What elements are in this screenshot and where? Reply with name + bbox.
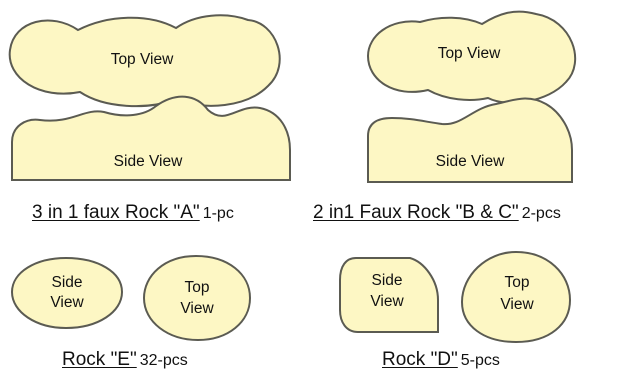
rock-d-name: Rock "D" bbox=[382, 349, 458, 370]
rock-d-side-view-shape bbox=[339, 257, 439, 333]
rock-bc-top-view-label: Top View bbox=[438, 45, 501, 62]
rock-e-side-view-shape bbox=[10, 256, 124, 330]
rock-d-top-view-label-line1: Top bbox=[505, 274, 530, 291]
rock-e-side-view-label-line2: View bbox=[50, 294, 84, 311]
rock-a-name: 3 in 1 faux Rock "A" bbox=[32, 202, 200, 223]
rock-e-caption: Rock "E"32-pcs bbox=[62, 349, 188, 371]
rock-e-name: Rock "E" bbox=[62, 349, 137, 370]
rock-d-top-view-label-line2: View bbox=[500, 296, 534, 313]
rock-d-top-view-shape bbox=[460, 250, 572, 344]
rock-a-caption: 3 in 1 faux Rock "A"1-pc bbox=[32, 202, 234, 224]
rock-e-side-view-label-line1: Side bbox=[51, 274, 82, 291]
rock-e-top-view-label-line1: Top bbox=[185, 279, 210, 296]
rock-a-top-view-shape bbox=[8, 14, 281, 108]
rock-bc-caption: 2 in1 Faux Rock "B & C"2-pcs bbox=[313, 202, 561, 224]
rock-bc-qty: 2-pcs bbox=[521, 205, 561, 222]
rock-bc-side-view-label: Side View bbox=[436, 153, 505, 170]
rock-d-qty: 5-pcs bbox=[460, 352, 500, 369]
rock-a-side-view-label: Side View bbox=[114, 153, 183, 170]
rock-bc-name: 2 in1 Faux Rock "B & C" bbox=[313, 202, 519, 223]
rock-d-caption: Rock "D"5-pcs bbox=[382, 349, 500, 371]
rock-bc-side-view-shape bbox=[367, 97, 573, 183]
rock-a-side-view-shape bbox=[11, 95, 291, 181]
rock-d-side-view-label-line2: View bbox=[370, 293, 404, 310]
rock-a-top-view-label: Top View bbox=[111, 51, 174, 68]
rock-e-qty: 32-pcs bbox=[139, 352, 188, 369]
rock-e-top-view-label-line2: View bbox=[180, 300, 214, 317]
rock-a-qty: 1-pc bbox=[202, 205, 234, 222]
rock-e-top-view-shape bbox=[142, 254, 252, 342]
rock-d-side-view-label-line1: Side bbox=[371, 272, 402, 289]
